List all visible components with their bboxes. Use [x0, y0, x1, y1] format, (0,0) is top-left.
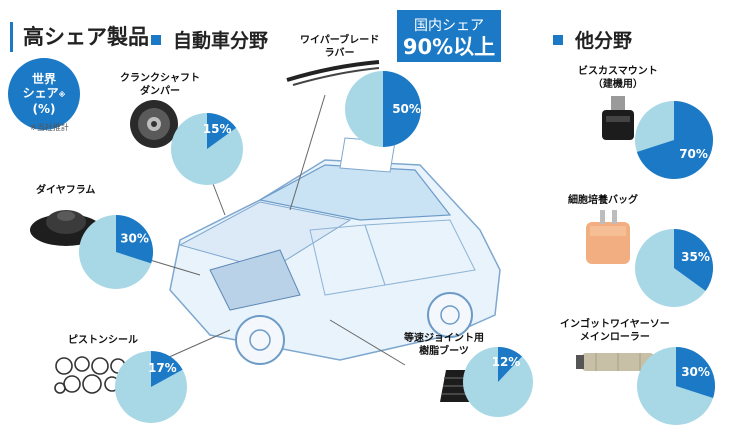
- pie-viscous-mount: 70%: [635, 101, 713, 179]
- label-diaphragm: ダイヤフラム: [36, 184, 95, 197]
- diaphragm-image: [30, 210, 102, 246]
- label-line: 等速ジョイント用: [404, 333, 484, 344]
- label-line: メインローラー: [579, 332, 650, 343]
- label-line: インゴットワイヤーソー: [560, 319, 670, 330]
- world-share-unit: (%): [32, 102, 56, 116]
- world-share-note-mark: ※: [58, 91, 66, 99]
- label-line: ラバー: [324, 48, 355, 59]
- pie-share-slice: [383, 71, 421, 147]
- pie-share-slice: [674, 229, 713, 291]
- label-cv-boot: 等速ジョイント用 樹脂ブーツ: [404, 332, 484, 358]
- world-share-line1: 世界: [31, 72, 56, 86]
- estimate-note: ※当社推計: [30, 123, 69, 132]
- automotive-category-heading: 自動車分野: [151, 26, 268, 53]
- car-illustration: [169, 137, 501, 365]
- pie-diaphragm: 30%: [79, 215, 153, 289]
- pie-share-slice: [636, 101, 713, 179]
- square-bullet-icon: [553, 35, 563, 45]
- pie-piston-seal: 17%: [115, 351, 187, 423]
- pie-share-label: 17%: [148, 361, 177, 375]
- page-title: 高シェア製品: [10, 22, 149, 52]
- label-crankshaft: クランクシャフト ダンパー: [120, 72, 200, 98]
- domestic-share-badge: 国内シェア 90%以上: [397, 10, 501, 62]
- label-ingot-roller: インゴットワイヤーソー メインローラー: [560, 318, 670, 344]
- label-line: ピストンシール: [68, 335, 138, 346]
- crankshaft-damper-image: [130, 100, 178, 148]
- world-share-line2: シェア: [22, 86, 59, 100]
- label-line: ダイヤフラム: [36, 185, 96, 196]
- label-line: ビスカスマウント: [578, 66, 658, 77]
- pie-share-slice: [676, 347, 715, 399]
- other-category-heading: 他分野: [553, 26, 632, 53]
- pie-wiper: 50%: [345, 71, 421, 147]
- label-piston-seal: ピストンシール: [68, 334, 138, 347]
- automotive-category-label: 自動車分野: [173, 30, 269, 52]
- pie-share-slice: [207, 113, 237, 149]
- label-viscous-mount: ビスカスマウント （建機用）: [578, 65, 658, 91]
- label-line: （建機用）: [592, 79, 643, 90]
- pie-cell-bag: 35%: [635, 229, 713, 307]
- pie-cv-boot: 12%: [463, 347, 533, 417]
- pie-share-label: 50%: [392, 102, 421, 116]
- pie-share-label: 35%: [681, 250, 710, 264]
- domestic-share-value: 90%以上: [402, 35, 496, 59]
- pie-share-slice: [151, 351, 183, 387]
- viscous-mount-image: [602, 96, 634, 140]
- pie-crankshaft: 15%: [171, 113, 243, 185]
- pie-ingot-roller: 30%: [637, 347, 715, 425]
- pie-share-label: 70%: [679, 147, 708, 161]
- square-bullet-icon: [151, 35, 161, 45]
- cell-culture-bag-image: [586, 210, 630, 264]
- label-cell-bag: 細胞培養バッグ: [568, 194, 638, 207]
- pie-share-slice: [498, 347, 522, 382]
- pie-share-label: 15%: [203, 122, 232, 136]
- pie-share-label: 12%: [492, 355, 521, 369]
- label-line: ダンパー: [140, 86, 180, 97]
- domestic-share-line1: 国内シェア: [414, 18, 484, 34]
- pie-share-label: 30%: [120, 232, 149, 246]
- label-line: クランクシャフト: [120, 73, 200, 84]
- pie-share-slice: [116, 215, 153, 264]
- other-category-label: 他分野: [575, 30, 633, 52]
- wiper-blade-image: [286, 60, 380, 86]
- label-line: 細胞培養バッグ: [568, 195, 638, 206]
- label-line: ワイパーブレード: [300, 35, 380, 46]
- label-line: 樹脂ブーツ: [419, 346, 469, 357]
- label-wiper: ワイパーブレード ラバー: [300, 34, 379, 60]
- pie-share-label: 30%: [681, 365, 710, 379]
- world-share-badge: 世界 シェア※ (%): [8, 58, 80, 130]
